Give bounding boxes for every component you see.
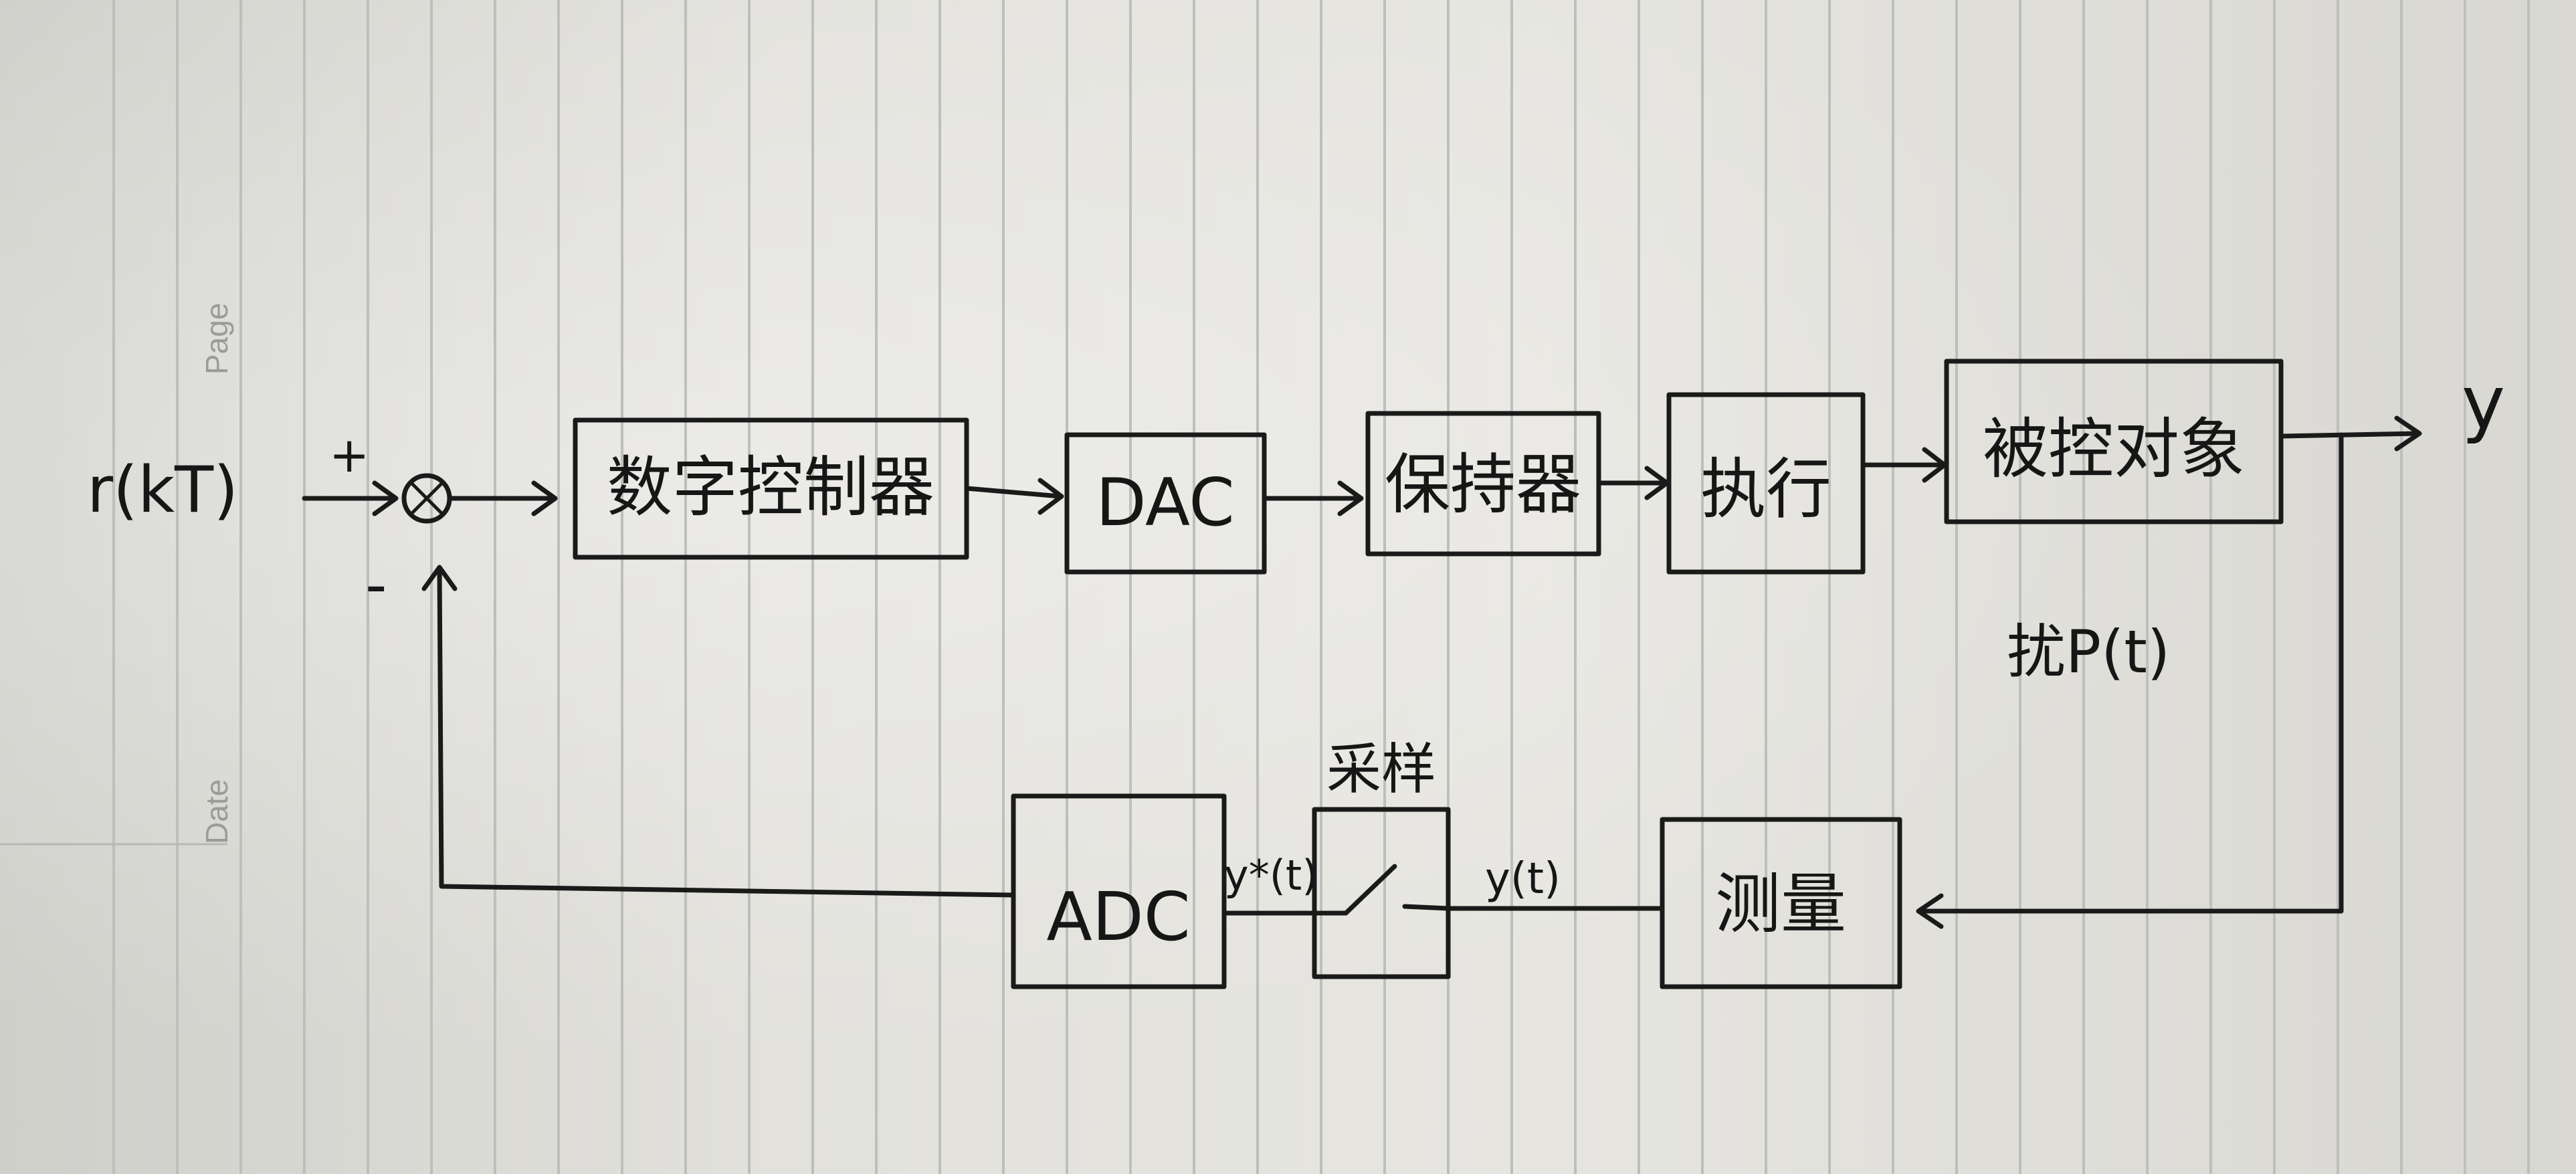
input-arrow — [302, 480, 399, 516]
summing-junction — [401, 473, 452, 524]
controller-to-dac-arrow — [964, 478, 1064, 515]
measured-output-label: y(t) — [1485, 854, 1561, 904]
sampler-switch — [1312, 864, 1451, 916]
dac-to-hold-arrow — [1262, 480, 1364, 516]
output-label: y — [2462, 360, 2505, 446]
date-label: Date — [199, 779, 234, 844]
dac-label: DAC — [1096, 465, 1234, 541]
adc-block — [1011, 793, 1227, 989]
hold-label: 保持器 — [1385, 447, 1581, 523]
input-label: r(kT) — [87, 454, 238, 527]
output-arrow — [2278, 415, 2422, 452]
hold-to-actuator-arrow — [1596, 466, 1670, 500]
sampler-label: 采样 — [1326, 738, 1436, 801]
actuator-to-plant-arrow — [1860, 447, 1947, 483]
disturbance-annotation: 扰P(t) — [2007, 617, 2170, 686]
plant-block — [1944, 359, 2284, 524]
junction-to-controller-arrow — [447, 480, 558, 516]
plant-label: 被控对象 — [1983, 411, 2245, 488]
sampler-block — [1312, 807, 1451, 979]
plus-sign: + — [329, 427, 369, 483]
sensor-block — [1660, 817, 1902, 989]
adc-label: ADC — [1046, 878, 1190, 956]
feedback-line-left — [421, 565, 1016, 898]
minus-sign: - — [365, 550, 387, 620]
feedback-line-right — [1916, 432, 2344, 929]
actuator-block — [1666, 392, 1866, 575]
controller-label: 数字控制器 — [607, 450, 934, 526]
sensor-label: 测量 — [1715, 866, 1846, 943]
actuator-label: 执行 — [1700, 452, 1831, 528]
dac-block — [1064, 432, 1267, 575]
page-label: Page — [199, 303, 234, 375]
sampled-output-label: y*(t) — [1224, 851, 1318, 900]
